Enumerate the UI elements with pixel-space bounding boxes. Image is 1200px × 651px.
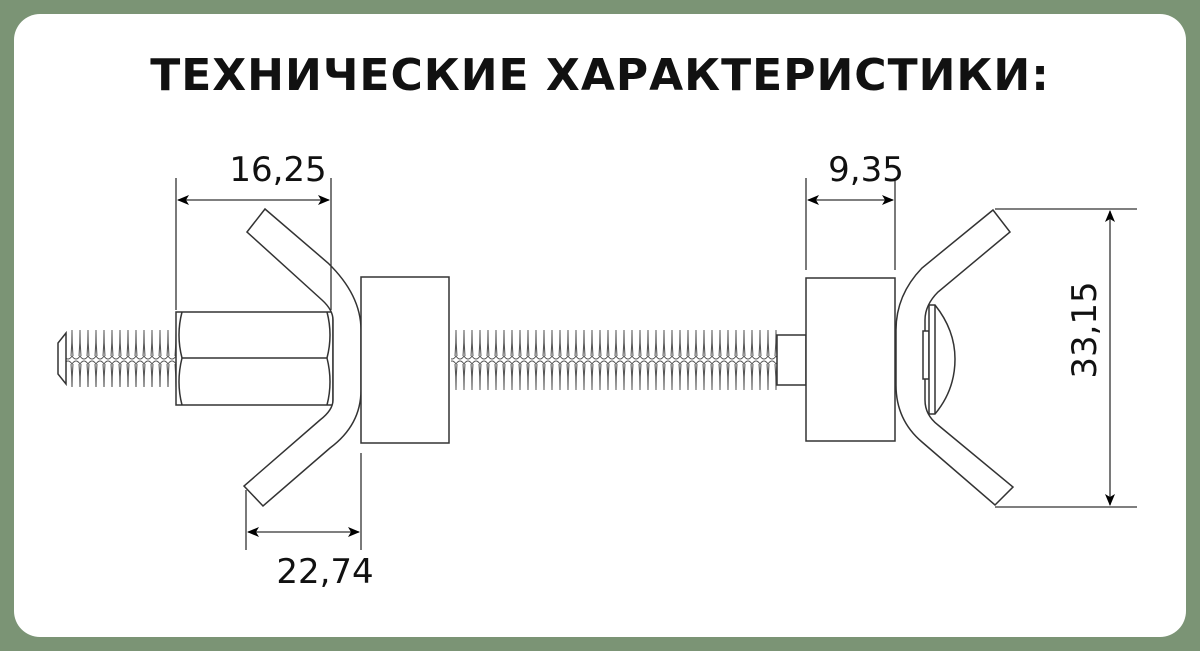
- dimension-bracket-height: [995, 208, 1137, 508]
- label-washer-width: 9,35: [828, 150, 904, 190]
- right-bracket: [895, 208, 1015, 507]
- left-thread: [57, 330, 176, 387]
- main-thread: [451, 330, 777, 390]
- label-bracket-depth: 22,74: [276, 552, 373, 592]
- left-bracket: [242, 207, 362, 508]
- dimension-nut-width: [175, 178, 332, 310]
- label-nut-width: 16,25: [229, 150, 326, 190]
- left-washer: [360, 276, 450, 444]
- shank: [776, 334, 807, 386]
- end-cap: [922, 304, 956, 415]
- hex-nut: [175, 311, 334, 406]
- dimension-bracket-depth: [245, 453, 362, 550]
- right-washer: [805, 277, 896, 442]
- page-title: ТЕХНИЧЕСКИЕ ХАРАКТЕРИСТИКИ:: [150, 50, 1050, 101]
- dimension-washer-width: [805, 178, 896, 270]
- label-bracket-height: 33,15: [1065, 281, 1105, 378]
